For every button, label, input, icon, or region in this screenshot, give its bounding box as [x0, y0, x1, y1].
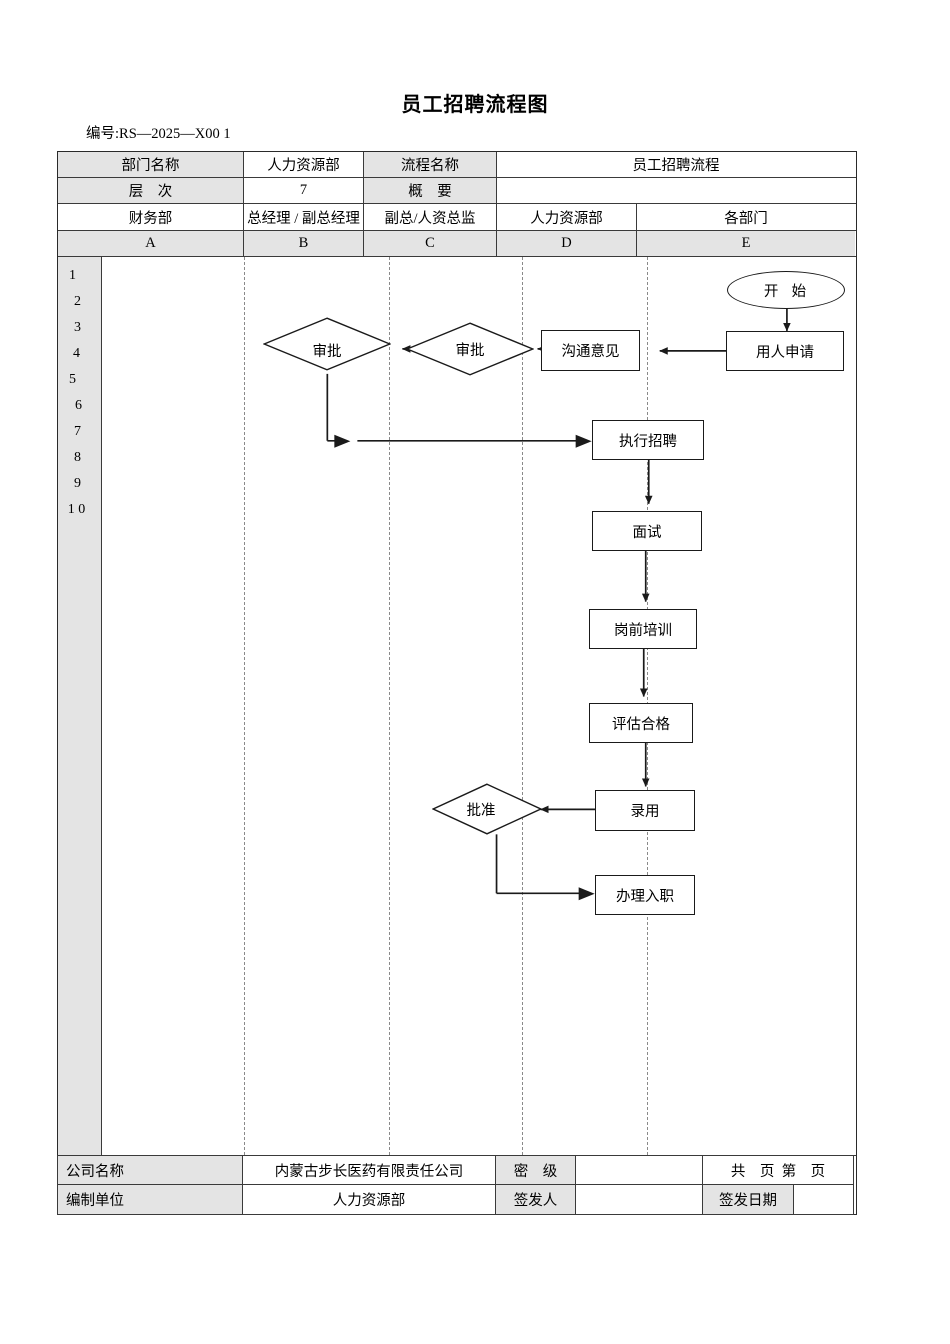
lane-letter-a: A	[58, 231, 244, 256]
lane-letter-d: D	[497, 231, 637, 256]
lane-owner-b: 总经理 / 副总经理	[244, 204, 364, 230]
header-row-1: 部门名称 人力资源部 流程名称 员工招聘流程	[58, 152, 856, 178]
footer-issuer-label: 签发人	[496, 1185, 576, 1215]
row-number: 3	[74, 320, 81, 335]
row-number-gutter: 1 2 3 4 5 6 7 8 9 1 0	[58, 257, 102, 1155]
row-number: 2	[74, 294, 81, 309]
row-number: 1 0	[67, 502, 86, 517]
cell-summary-value	[497, 178, 855, 203]
flow-node-start[interactable]: 开 始	[727, 271, 845, 309]
lane-divider-a-b	[244, 257, 245, 1155]
lane-letter-e: E	[637, 231, 855, 256]
footer-issuer-value	[576, 1185, 703, 1215]
cell-dept-value: 人力资源部	[244, 152, 364, 177]
cell-level-label: 层 次	[58, 178, 244, 203]
footer-issue-date-label: 签发日期	[703, 1185, 794, 1215]
document-code: 编号:RS—2025—X00 1	[86, 126, 231, 142]
header-row-lane-letters: A B C D E	[58, 231, 856, 257]
flow-node-onboard[interactable]: 办理入职	[595, 875, 695, 915]
footer-table: 公司名称 内蒙古步长医药有限责任公司 密 级 共 页 第 页 编制单位 人力资源…	[57, 1155, 857, 1215]
lane-divider-c-d	[522, 257, 523, 1155]
footer-security-value	[576, 1155, 703, 1185]
cell-process-value: 员工招聘流程	[632, 158, 720, 174]
footer-issue-date-value	[794, 1185, 854, 1215]
footer-security-label: 密 级	[496, 1155, 576, 1185]
lane-owner-d: 人力资源部	[497, 204, 637, 230]
row-number: 9	[74, 476, 81, 491]
flow-node-hire[interactable]: 录用	[595, 790, 695, 831]
flow-node-interview[interactable]: 面试	[592, 511, 702, 551]
main-table: 部门名称 人力资源部 流程名称 员工招聘流程 层 次 7 概 要 财务部 总经理…	[57, 151, 857, 1215]
flow-node-assess[interactable]: 评估合格	[589, 703, 693, 743]
header-row-2: 层 次 7 概 要	[58, 178, 856, 204]
cell-dept-label: 部门名称	[58, 152, 244, 177]
flow-node-approve[interactable]: 批准	[432, 783, 542, 835]
row-number: 1	[69, 268, 76, 283]
flow-node-training[interactable]: 岗前培训	[589, 609, 697, 649]
lane-owner-a: 财务部	[58, 204, 244, 230]
lane-divider-b-c	[389, 257, 390, 1155]
row-number: 7	[74, 424, 81, 439]
lane-owner-c: 副总/人资总监	[364, 204, 497, 230]
footer-row-1: 公司名称 内蒙古步长医药有限责任公司 密 级 共 页 第 页	[57, 1155, 857, 1185]
flow-node-approve-label: 批准	[466, 802, 496, 819]
row-number: 5	[69, 372, 76, 387]
lane-owner-e: 各部门	[724, 210, 768, 227]
footer-prepared-by-value: 人力资源部	[243, 1185, 496, 1215]
flow-node-request[interactable]: 用人申请	[726, 331, 844, 371]
flow-node-execute[interactable]: 执行招聘	[592, 420, 704, 460]
row-number: 6	[75, 398, 82, 413]
lane-letter-c: C	[364, 231, 497, 256]
cell-summary-label: 概 要	[364, 178, 497, 203]
page-title: 员工招聘流程图	[401, 94, 549, 116]
flow-node-review-b-label: 审批	[312, 343, 342, 360]
cell-process-label: 流程名称	[364, 152, 497, 177]
footer-company-value: 内蒙古步长医药有限责任公司	[243, 1155, 496, 1185]
footer-page-number: 共 页 第 页	[703, 1155, 854, 1185]
footer-prepared-by-label: 编制单位	[57, 1185, 243, 1215]
flow-node-review-c-label: 审批	[455, 342, 485, 359]
cell-level-value: 7	[244, 178, 364, 203]
flow-node-comm[interactable]: 沟通意见	[541, 330, 640, 371]
flow-node-review-c[interactable]: 审批	[406, 322, 534, 376]
footer-company-label: 公司名称	[57, 1155, 243, 1185]
row-number: 8	[74, 450, 81, 465]
lane-letter-b: B	[244, 231, 364, 256]
header-row-lane-owners: 财务部 总经理 / 副总经理 副总/人资总监 人力资源部 各部门	[58, 204, 856, 231]
flow-node-review-b[interactable]: 审批	[263, 317, 391, 371]
row-number: 4	[73, 346, 80, 361]
footer-row-2: 编制单位 人力资源部 签发人 签发日期	[57, 1185, 857, 1215]
flow-connectors	[326, 307, 791, 901]
swimlane-body: 1 2 3 4 5 6 7 8 9 1 0	[58, 257, 856, 1156]
